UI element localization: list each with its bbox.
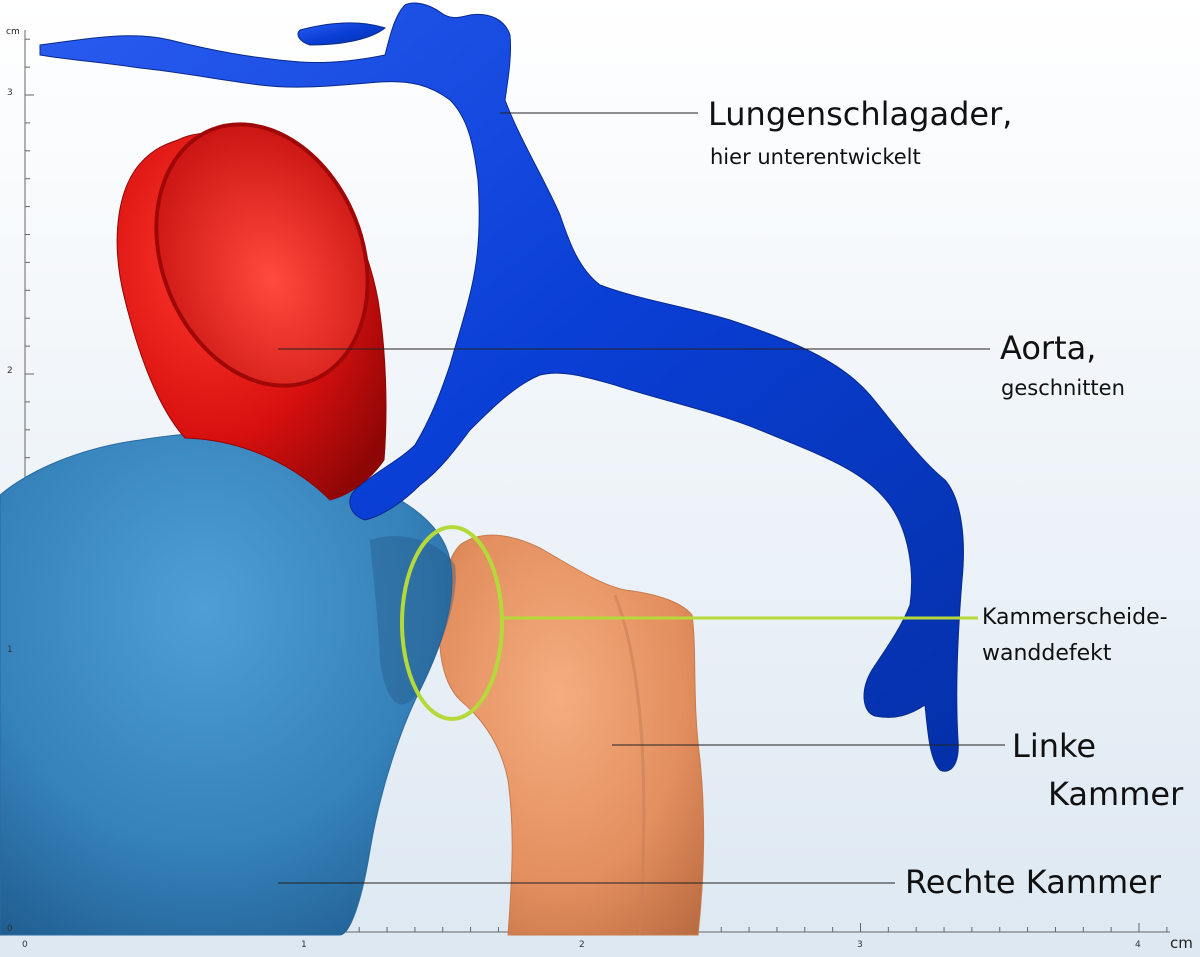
x-tick-label: 2 (579, 940, 585, 950)
aorta-label: Aorta, (1000, 329, 1097, 367)
x-tick-label: 0 (22, 940, 28, 950)
y-tick-label: 0 (7, 924, 13, 934)
y-tick-label: 2 (7, 366, 13, 376)
pulmonary-artery-sublabel: hier unterentwickelt (710, 145, 921, 169)
aorta-sublabel: geschnitten (1001, 376, 1125, 400)
vsd-label: Kammerscheide- (982, 605, 1168, 630)
right-ventricle-shadow (370, 536, 456, 705)
left-ventricle-shape (438, 534, 705, 936)
right-ventricle-shape (0, 431, 453, 936)
x-tick-label: 1 (301, 940, 307, 950)
pulmonary-artery-shape (39, 2, 964, 772)
pulmonary-artery-label: Lungenschlagader, (708, 95, 1013, 133)
x-tick-label: 3 (857, 940, 863, 950)
aorta-cut-opening (154, 122, 370, 388)
right-ventricle-label: Rechte Kammer (905, 863, 1161, 901)
left-ventricle-sublabel: Kammer (1048, 775, 1184, 813)
vsd-sublabel: wanddefekt (982, 641, 1112, 666)
left-ventricle-fold (613, 594, 646, 936)
vsd-marker-ring (400, 525, 504, 721)
leader-lines (278, 112, 1005, 884)
x-tick-label: 4 (1135, 940, 1141, 950)
y-tick-label: 1 (7, 645, 13, 655)
x-axis-unit: cm (1170, 934, 1193, 952)
left-ventricle-label: Linke (1012, 727, 1097, 765)
y-axis-unit: cm (6, 27, 20, 37)
y-tick-label: 3 (7, 88, 13, 98)
